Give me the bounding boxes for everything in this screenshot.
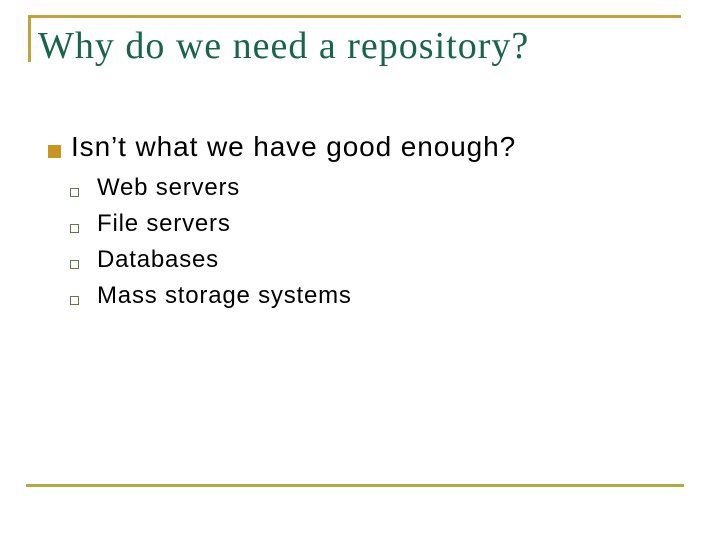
list-item: Databases bbox=[70, 242, 352, 278]
list-item: Web servers bbox=[70, 170, 352, 206]
sub-bullet-text: Databases bbox=[97, 246, 219, 273]
hollow-square-bullet-icon bbox=[70, 260, 79, 269]
hollow-square-bullet-icon bbox=[70, 188, 79, 197]
sub-bullet-list: Web servers File servers Databases Mass … bbox=[70, 170, 352, 314]
list-item: Mass storage systems bbox=[70, 278, 352, 314]
main-bullet-text: Isn’t what we have good enough? bbox=[71, 131, 517, 162]
list-item: File servers bbox=[70, 206, 352, 242]
sub-bullet-text: File servers bbox=[97, 210, 231, 237]
filled-square-bullet-icon bbox=[48, 145, 61, 158]
slide-title: Why do we need a repository? bbox=[38, 25, 530, 67]
hollow-square-bullet-icon bbox=[70, 224, 79, 233]
hollow-square-bullet-icon bbox=[70, 296, 79, 305]
corner-bracket-line bbox=[28, 15, 31, 62]
sub-bullet-text: Mass storage systems bbox=[97, 282, 352, 309]
bottom-border-line bbox=[26, 484, 684, 487]
sub-bullet-text: Web servers bbox=[97, 174, 241, 201]
top-border-line bbox=[28, 15, 681, 18]
